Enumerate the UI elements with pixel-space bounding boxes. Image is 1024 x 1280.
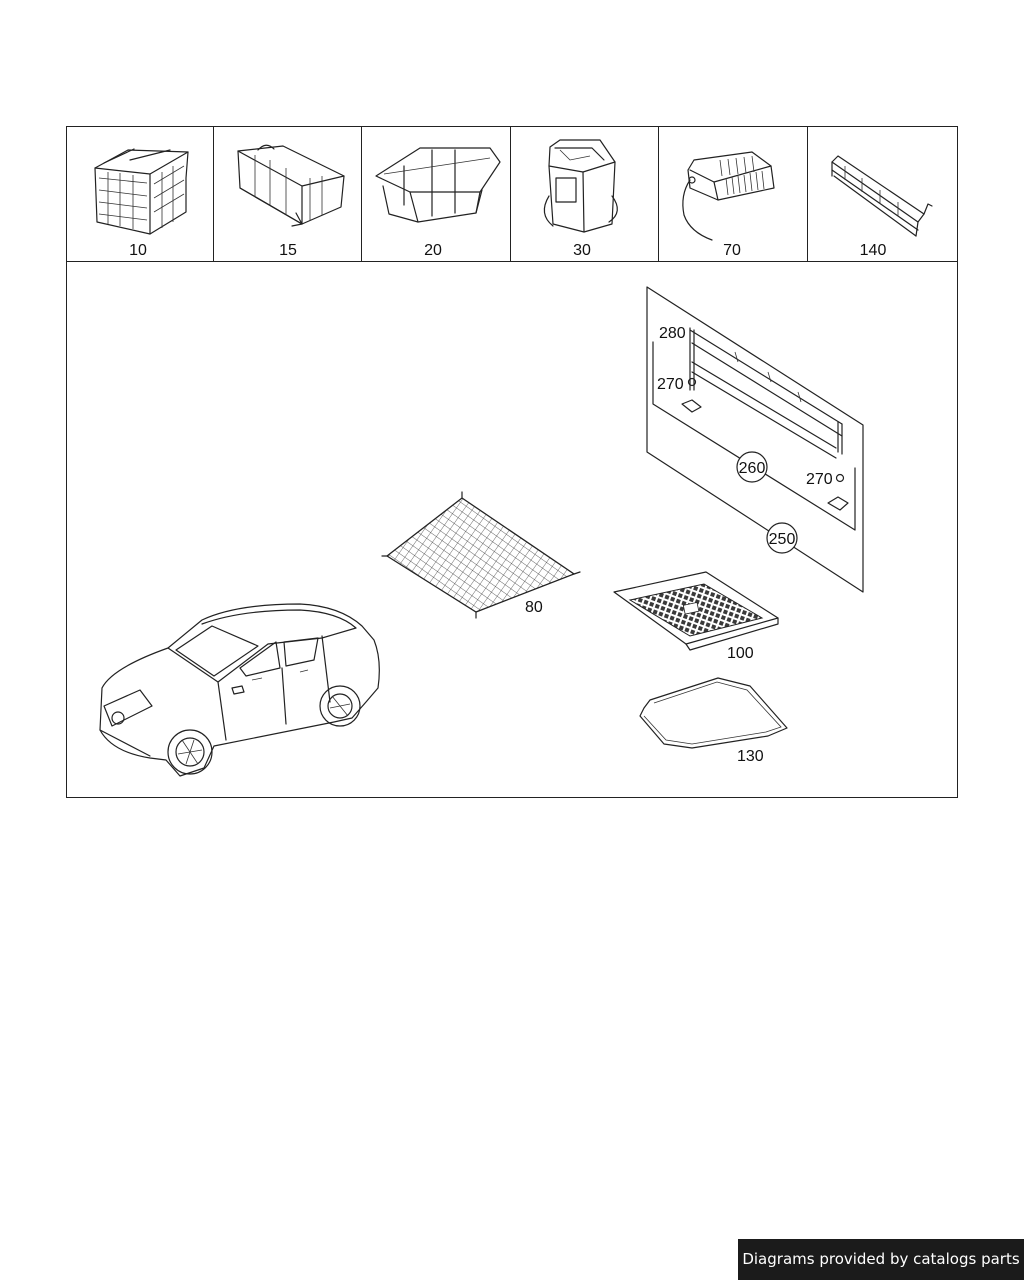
part-number-70: 70: [723, 242, 741, 259]
part-number-280: 280: [659, 325, 686, 342]
diagram-frame: [66, 126, 958, 798]
part-number-15: 15: [279, 242, 297, 259]
cool-bag-icon[interactable]: [543, 139, 618, 233]
part-number-260: 260: [739, 460, 766, 477]
part-number-130: 130: [737, 748, 764, 765]
part-number-30: 30: [573, 242, 591, 259]
callout-circle-250: [766, 522, 798, 554]
trunk-tub-icon[interactable]: [613, 571, 779, 651]
trunk-mat-icon[interactable]: [639, 677, 788, 749]
partition-kit-panel[interactable]: [646, 286, 864, 593]
cool-box-power-unit-icon[interactable]: [682, 151, 775, 241]
part-number-270-left: 270: [657, 376, 684, 393]
part-number-10: 10: [129, 242, 147, 259]
storage-tray-icon[interactable]: [375, 147, 501, 223]
vehicle-icon: [99, 603, 380, 777]
trunk-organizer-icon[interactable]: [237, 144, 345, 227]
part-number-20: 20: [424, 242, 442, 259]
callout-circle-260: [736, 451, 768, 483]
roof-rack-bar-icon[interactable]: [831, 155, 933, 237]
footer-credit: Diagrams provided by catalogs parts: [738, 1239, 1024, 1280]
part-number-270-right: 270: [806, 471, 833, 488]
luggage-net-icon[interactable]: [381, 491, 581, 619]
part-number-80: 80: [525, 599, 543, 616]
part-number-140: 140: [860, 242, 887, 259]
part-number-250: 250: [769, 531, 796, 548]
part-number-100: 100: [727, 645, 754, 662]
folding-crate-icon[interactable]: [94, 148, 189, 235]
